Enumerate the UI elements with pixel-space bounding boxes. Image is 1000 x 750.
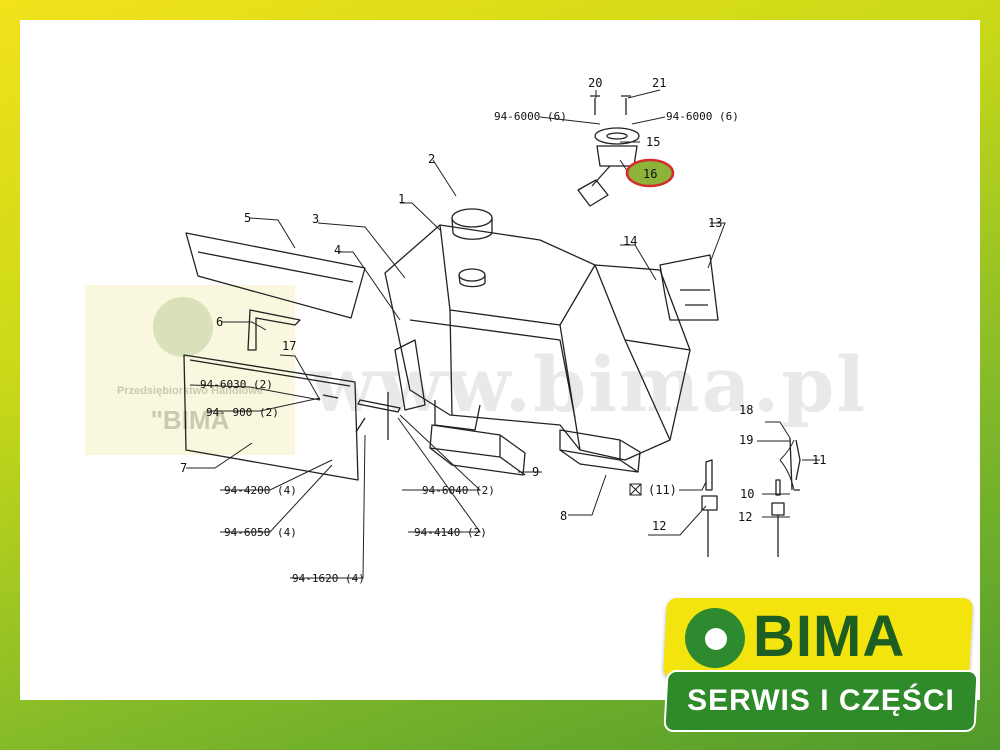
- watermark-logo-circle: [153, 297, 213, 357]
- brand-tagline: SERWIS I CZĘŚCI: [687, 684, 955, 717]
- callout-14: 14: [623, 234, 637, 248]
- part-12-fitting-left: [701, 459, 718, 557]
- brand-ball-icon: [685, 608, 745, 668]
- callout-12-left: 12: [652, 519, 666, 533]
- part-21-screw: [621, 95, 631, 115]
- part-5-shape: [185, 232, 366, 319]
- callout-2: 2: [428, 152, 435, 166]
- callout-19: 19: [739, 433, 753, 447]
- box-icon: [629, 483, 642, 496]
- watermark-logo: Przedsiębiorstwo Handlowe "BIMA: [85, 285, 295, 455]
- callout-8: 8: [560, 509, 567, 523]
- callout-20: 20: [588, 76, 602, 90]
- part-7-shape: [183, 354, 359, 481]
- label-94-1620: 94-1620 (4): [292, 572, 365, 585]
- label-94-6000-right: 94-6000 (6): [666, 110, 739, 123]
- watermark-logo-subtitle: Przedsiębiorstwo Handlowe: [116, 385, 264, 397]
- callout-12-right: 12: [738, 510, 752, 524]
- part-13-shape: [659, 254, 719, 321]
- part-16-float: [577, 179, 609, 207]
- part-2-cap: [451, 208, 493, 228]
- callout-1: 1: [398, 192, 405, 206]
- brand-name: BIMA: [753, 604, 906, 669]
- callout-10: 10: [740, 487, 754, 501]
- label-94-6030: 94-6030 (2): [200, 378, 273, 391]
- callout-7: 7: [180, 461, 187, 475]
- label-94-900: 94- 900 (2): [206, 406, 279, 419]
- label-94-6000-left: 94-6000 (6): [494, 110, 567, 123]
- exploded-parts-diagram: 1 2 3 4 5 6 7 8 9 10 11 (11) 12 12 13 14…: [180, 76, 826, 585]
- callout-21: 21: [652, 76, 666, 90]
- callout-17: 17: [282, 339, 296, 353]
- bima-brand-badge: BIMA SERWIS I CZĘŚCI: [662, 598, 985, 738]
- label-94-4140: 94-4140 (2): [414, 526, 487, 539]
- callout-18: 18: [739, 403, 753, 417]
- part-4-shape: [394, 339, 426, 411]
- callout-3: 3: [312, 212, 319, 226]
- label-94-4200: 94-4200 (4): [224, 484, 297, 497]
- callout-11: 11: [812, 453, 826, 467]
- watermark-logo-name: "BIMA: [150, 405, 230, 435]
- part-6-shape: [247, 309, 301, 351]
- callout-5: 5: [244, 211, 251, 225]
- callout-13: 13: [708, 216, 722, 230]
- part-12-fitting-right: [771, 479, 785, 557]
- part-16-highlight: [625, 158, 675, 188]
- part-15-ring: [594, 127, 640, 145]
- callout-16: 16: [643, 167, 657, 181]
- callout-9: 9: [532, 465, 539, 479]
- callout-11-box: (11): [648, 483, 677, 497]
- label-94-6050: 94-6050 (4): [224, 526, 297, 539]
- label-94-6040: 94-6040 (2): [422, 484, 495, 497]
- callout-4: 4: [334, 243, 341, 257]
- part-20-screw: [590, 95, 600, 115]
- callout-15: 15: [646, 135, 660, 149]
- diagram-canvas: Przedsiębiorstwo Handlowe "BIMA www.bima…: [20, 20, 980, 700]
- callout-6: 6: [216, 315, 223, 329]
